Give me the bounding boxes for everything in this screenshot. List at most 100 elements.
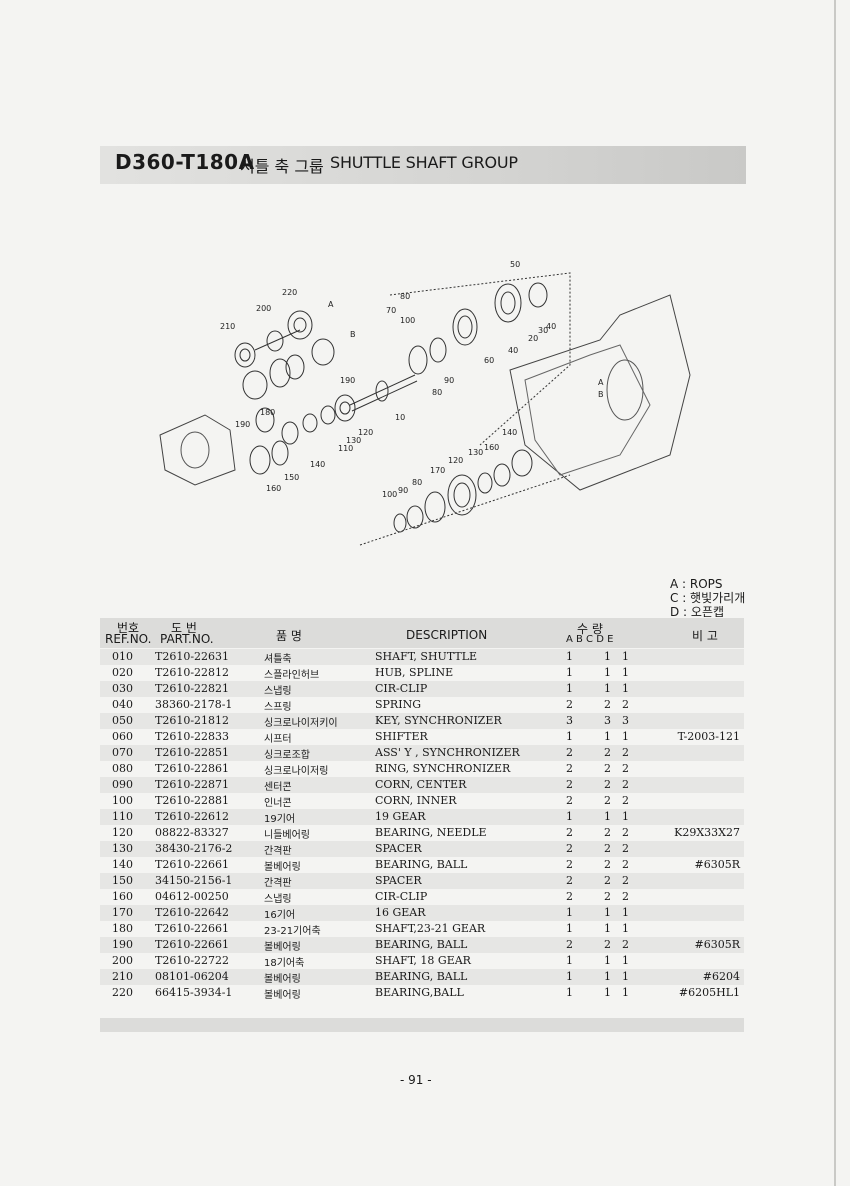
cell-desc: BEARING, NEEDLE	[375, 826, 487, 839]
svg-text:160: 160	[484, 443, 499, 452]
svg-text:120: 120	[358, 428, 373, 437]
cell-a: 2	[566, 874, 573, 887]
cell-ref: 010	[112, 650, 133, 663]
cell-part: T2610-22812	[155, 666, 230, 679]
cell-desc: SPACER	[375, 842, 422, 855]
cell-kr: 간격판	[264, 878, 292, 889]
header-description: DESCRIPTION	[406, 628, 488, 642]
svg-text:40: 40	[508, 346, 518, 355]
cell-a: 2	[566, 890, 573, 903]
cell-part: 34150-2156-1	[155, 874, 233, 887]
cell-c: 1	[604, 666, 611, 679]
cell-desc: BEARING, BALL	[375, 970, 468, 983]
svg-text:140: 140	[310, 460, 325, 469]
cell-ref: 110	[112, 810, 133, 823]
cell-a: 2	[566, 794, 573, 807]
svg-text:170: 170	[430, 466, 445, 475]
cell-ref: 140	[112, 858, 133, 871]
cell-kr: 싱크로나이저키이	[264, 718, 338, 729]
cell-kr: 스냅링	[264, 894, 292, 905]
cell-c: 1	[604, 650, 611, 663]
cell-c: 2	[604, 842, 611, 855]
cell-c: 1	[604, 922, 611, 935]
header-qty-kr: 수 량	[577, 622, 603, 636]
cell-d: 3	[622, 714, 629, 727]
cell-desc: SPRING	[375, 698, 421, 711]
cell-a: 1	[566, 906, 573, 919]
svg-text:80: 80	[412, 478, 422, 487]
cell-kr: 19기어	[264, 814, 296, 825]
svg-text:30: 30	[538, 326, 548, 335]
cell-note: K29X33X27	[674, 826, 740, 839]
cell-a: 1	[566, 954, 573, 967]
cell-kr: 18기어축	[264, 958, 305, 969]
cell-part: T2610-22661	[155, 858, 230, 871]
cell-desc: SHAFT, SHUTTLE	[375, 650, 478, 663]
title-english: SHUTTLE SHAFT GROUP	[330, 153, 518, 172]
cell-a: 1	[566, 922, 573, 935]
cell-part: 38360-2178-1	[155, 698, 233, 711]
cell-c: 2	[604, 762, 611, 775]
cell-a: 2	[566, 746, 573, 759]
cell-kr: 스냅링	[264, 686, 292, 697]
cell-c: 1	[604, 810, 611, 823]
cell-d: 2	[622, 698, 629, 711]
svg-text:150: 150	[284, 473, 299, 482]
page-edge	[834, 0, 836, 1186]
cell-c: 1	[604, 906, 611, 919]
cell-ref: 180	[112, 922, 133, 935]
cell-part: T2610-22821	[155, 682, 230, 695]
svg-text:B: B	[598, 390, 604, 399]
cell-desc: 16 GEAR	[375, 906, 426, 919]
svg-text:90: 90	[444, 376, 454, 385]
svg-text:10: 10	[395, 413, 405, 422]
cell-desc: KEY, SYNCHRONIZER	[375, 714, 502, 727]
cell-kr: 볼베어링	[264, 990, 301, 1001]
svg-text:130: 130	[468, 448, 483, 457]
svg-text:110: 110	[338, 444, 353, 453]
part-200	[266, 330, 284, 352]
svg-text:190: 190	[340, 376, 355, 385]
cell-ref: 050	[112, 714, 133, 727]
cell-desc: BEARING,BALL	[375, 986, 464, 999]
cell-d: 2	[622, 794, 629, 807]
cell-kr: 볼베어링	[264, 942, 301, 953]
cell-kr: 스프링	[264, 702, 292, 713]
cell-ref: 130	[112, 842, 133, 855]
cell-desc: SHAFT, 18 GEAR	[375, 954, 471, 967]
svg-text:80: 80	[400, 292, 410, 301]
cell-part: T2610-22661	[155, 938, 230, 951]
cell-a: 1	[566, 970, 573, 983]
svg-text:80: 80	[432, 388, 442, 397]
cell-part: T2610-22881	[155, 794, 230, 807]
cell-kr: 셔틀축	[264, 654, 292, 665]
cell-desc: SHIFTER	[375, 730, 428, 743]
cell-desc: RING, SYNCHRONIZER	[375, 762, 511, 775]
part-210	[234, 342, 256, 368]
cell-c: 2	[604, 698, 611, 711]
cell-ref: 040	[112, 698, 133, 711]
cell-a: 2	[566, 762, 573, 775]
svg-text:60: 60	[484, 356, 494, 365]
cell-part: T2610-22661	[155, 922, 230, 935]
title-bar	[100, 146, 746, 184]
table-footer-band	[100, 1018, 744, 1032]
cell-note: #6305R	[694, 858, 741, 871]
cell-d: 1	[622, 986, 629, 999]
cell-ref: 020	[112, 666, 133, 679]
cell-ref: 210	[112, 970, 133, 983]
cell-d: 2	[622, 874, 629, 887]
cell-part: T2610-22642	[155, 906, 230, 919]
legend-item: D : 오픈캡	[670, 605, 725, 619]
header-note-kr: 비 고	[692, 629, 718, 643]
cell-ref: 150	[112, 874, 133, 887]
svg-text:100: 100	[400, 316, 415, 325]
svg-text:210: 210	[220, 322, 235, 331]
